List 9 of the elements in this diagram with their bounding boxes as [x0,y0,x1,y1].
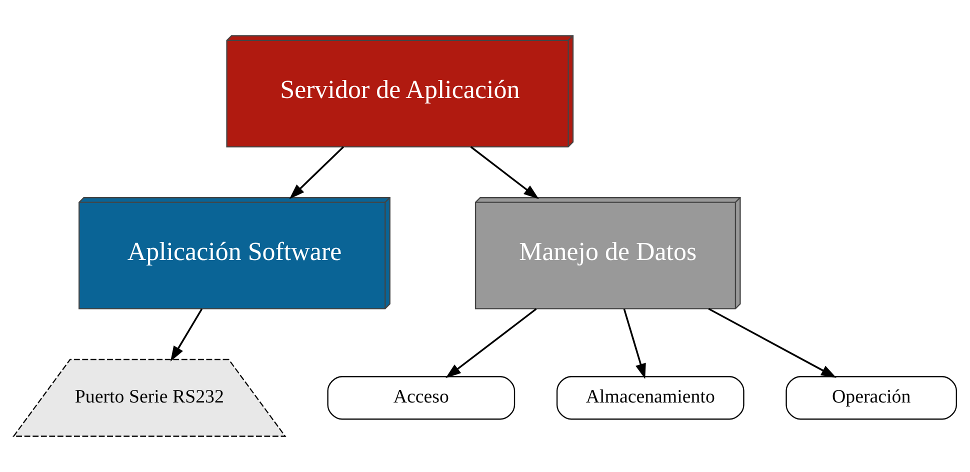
arrow [623,308,646,380]
node-box: Operación [786,376,957,420]
node-box: Almacenamiento [556,376,744,420]
arrow [289,146,344,200]
arrow [470,146,539,200]
arrow [446,308,537,378]
arrow [708,308,836,378]
node-box: Acceso [327,376,516,420]
arrow [170,308,203,362]
